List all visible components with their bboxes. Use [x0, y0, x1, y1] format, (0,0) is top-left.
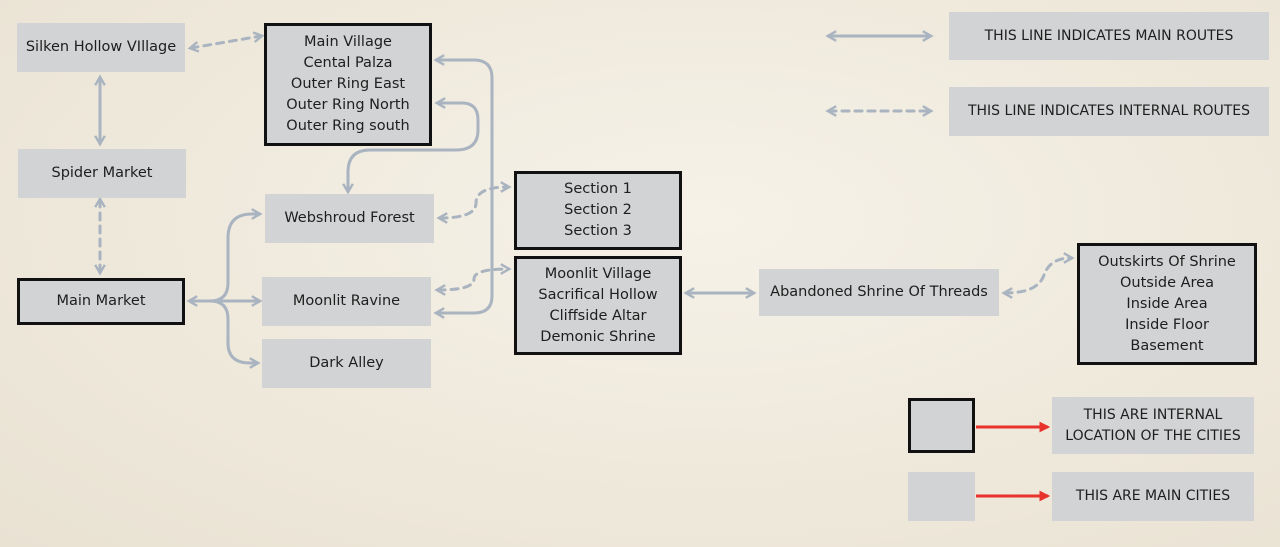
location-label: Main Village	[304, 34, 392, 50]
internal-sections-group: Section 1 Section 2 Section 3	[514, 171, 682, 250]
location-label: Outer Ring East	[290, 76, 406, 92]
location-label: Basement	[1130, 337, 1204, 354]
legend-label: THIS ARE INTERNAL	[1083, 406, 1223, 423]
location-label: Outside Area	[1120, 274, 1214, 291]
node-label: Webshroud Forest	[284, 210, 415, 226]
location-label: Section 2	[564, 202, 632, 218]
internal-main-village-group: Main Village Cental Palza Outer Ring Eas…	[264, 23, 432, 146]
location-label: Moonlit Village	[544, 265, 652, 282]
city-spider-market: Spider Market	[18, 149, 186, 198]
legend-label: LOCATION OF THE CITIES	[1065, 427, 1241, 444]
route-mainmarket-webshroud	[186, 208, 263, 307]
location-label: Outer Ring North	[286, 97, 410, 113]
route-shrine-areas	[1001, 252, 1075, 299]
route-mainvillage-ravine	[433, 54, 494, 319]
location-label: Section 3	[564, 223, 632, 239]
city-moonlit-ravine: Moonlit Ravine	[262, 277, 431, 326]
city-dark-alley: Dark Alley	[262, 339, 431, 388]
location-label: Sacrifical Hollow	[538, 286, 658, 303]
location-label: Cliffside Altar	[549, 307, 647, 324]
legend-internal-routes: THIS LINE INDICATES INTERNAL ROUTES	[949, 87, 1269, 136]
route-mainvillage-webshroud	[342, 97, 480, 195]
location-label: Demonic Shrine	[540, 328, 656, 345]
node-label: Spider Market	[51, 165, 153, 181]
node-label: Dark Alley	[309, 355, 384, 371]
legend-label: THIS ARE MAIN CITIES	[1075, 488, 1231, 504]
route-ravine-moonlitvillage	[434, 263, 512, 296]
location-label: Outer Ring south	[286, 118, 410, 134]
internal-moonlit-village-group: Moonlit Village Sacrifical Hollow Cliffs…	[514, 256, 682, 355]
legend-internal-locations: THIS ARE INTERNAL LOCATION OF THE CITIES	[1052, 397, 1254, 454]
location-label: Outskirts Of Shrine	[1098, 253, 1236, 270]
route-silken-mainvillage	[187, 31, 265, 53]
legend-main-routes: THIS LINE INDICATES MAIN ROUTES	[949, 12, 1269, 60]
city-main-market: Main Market	[17, 278, 185, 325]
location-label: Inside Area	[1126, 295, 1208, 312]
route-mainmarket-alley	[208, 299, 261, 369]
legend-main-cities: THIS ARE MAIN CITIES	[1052, 472, 1254, 521]
location-label: Cental Palza	[303, 55, 393, 71]
node-label: Main Market	[56, 293, 146, 309]
city-silken-hollow-village: Silken Hollow VIllage	[17, 23, 185, 72]
node-label: Abandoned Shrine Of Threads	[770, 284, 988, 300]
location-label: Section 1	[564, 181, 632, 197]
node-label: Moonlit Ravine	[292, 293, 401, 309]
legend-label: THIS LINE INDICATES INTERNAL ROUTES	[967, 103, 1251, 119]
city-abandoned-shrine-of-threads: Abandoned Shrine Of Threads	[759, 269, 999, 316]
legend-main-city-swatch	[908, 472, 975, 521]
node-label: Silken Hollow VIllage	[25, 39, 177, 55]
legend-internal-location-swatch	[908, 398, 975, 453]
legend-label: THIS LINE INDICATES MAIN ROUTES	[984, 27, 1234, 44]
internal-shrine-areas-group: Outskirts Of Shrine Outside Area Inside …	[1077, 243, 1257, 365]
city-webshroud-forest: Webshroud Forest	[265, 194, 434, 243]
route-webshroud-sections	[436, 181, 512, 224]
location-label: Inside Floor	[1125, 316, 1209, 333]
